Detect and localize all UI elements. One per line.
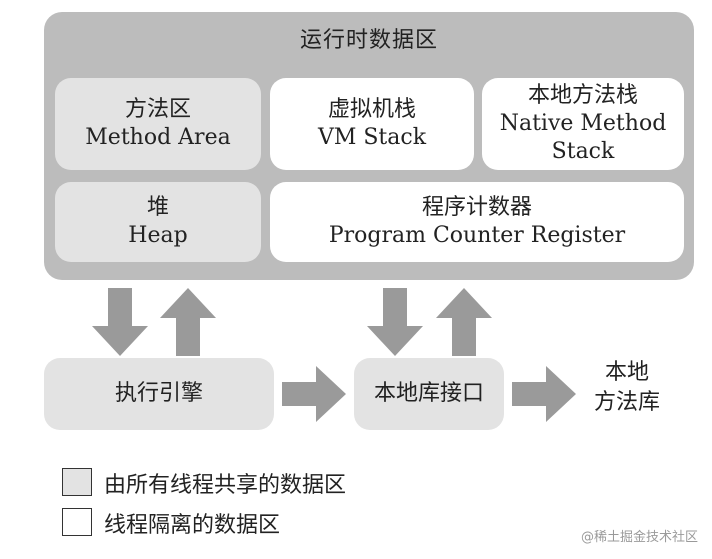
legend-private-swatch [62, 508, 92, 536]
runtime-data-area-title: 运行时数据区 [299, 28, 438, 53]
down-arrow-icon [367, 288, 423, 356]
vm-stack-en: VM Stack [317, 125, 427, 150]
legend-shared-swatch [62, 468, 92, 496]
vm-stack-box: 虚拟机栈 VM Stack [270, 78, 474, 170]
native-library-line2: 方法库 [593, 389, 660, 415]
native-method-stack-box: 本地方法栈 Native Method Stack [482, 78, 684, 170]
right-arrow-icon [282, 366, 346, 422]
right-arrow-icon [512, 366, 576, 422]
method-area-en: Method Area [85, 125, 231, 150]
native-method-stack-en-line2: Stack [551, 139, 615, 165]
native-interface-label: 本地库接口 [373, 380, 484, 406]
native-method-stack-zh: 本地方法栈 [527, 82, 638, 108]
native-library-line1: 本地 [604, 360, 649, 385]
native-library-label: 本地 方法库 [582, 358, 672, 417]
heap-en: Heap [128, 223, 188, 248]
execution-engine-label: 执行引擎 [114, 380, 203, 406]
program-counter-en: Program Counter Register [328, 223, 626, 248]
up-arrow-icon [436, 288, 492, 356]
down-arrow-icon [92, 288, 148, 356]
native-method-stack-en-line1: Native Method [499, 110, 667, 136]
watermark: @稀土掘金技术社区 [580, 530, 698, 545]
heap-box: 堆 Heap [55, 182, 261, 262]
native-interface-box: 本地库接口 [354, 358, 504, 430]
heap-zh: 堆 [146, 194, 169, 220]
up-arrow-icon [160, 288, 216, 356]
method-area-zh: 方法区 [124, 96, 191, 122]
program-counter-box: 程序计数器 Program Counter Register [270, 182, 684, 262]
vm-stack-zh: 虚拟机栈 [327, 96, 416, 122]
program-counter-zh: 程序计数器 [421, 194, 532, 220]
legend-shared-label: 由所有线程共享的数据区 [104, 473, 347, 498]
legend-private-label: 线程隔离的数据区 [104, 513, 281, 538]
method-area-box: 方法区 Method Area [55, 78, 261, 170]
execution-engine-box: 执行引擎 [44, 358, 274, 430]
